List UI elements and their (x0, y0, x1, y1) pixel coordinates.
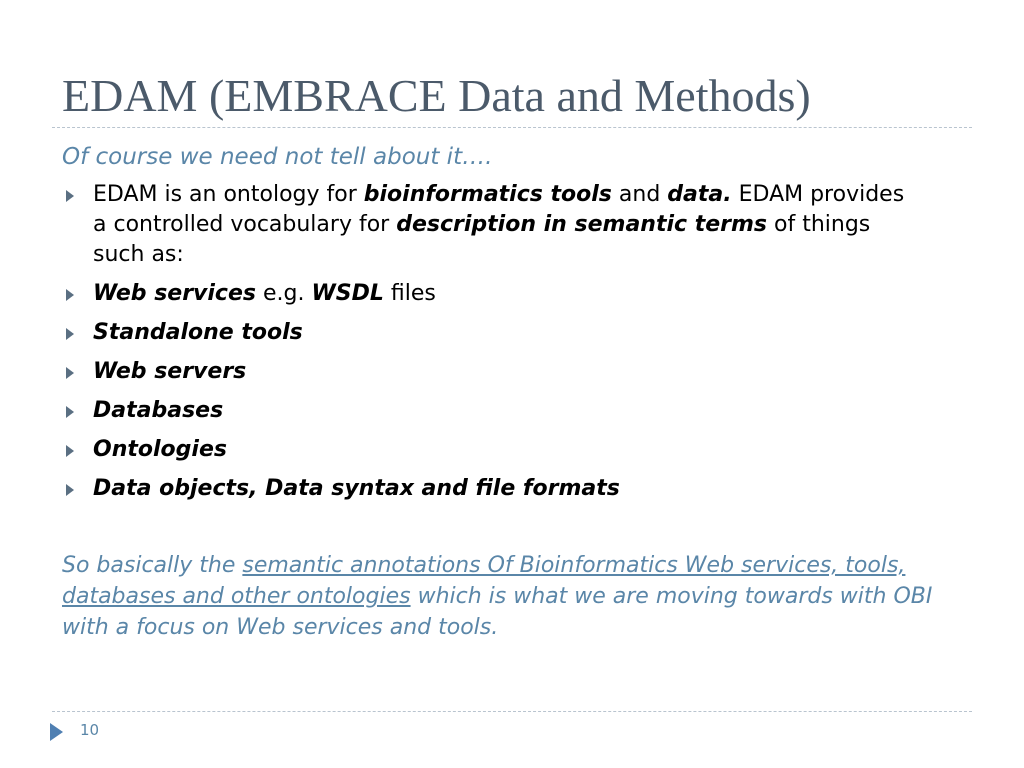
bullet-item: Web servers (64, 357, 944, 387)
bullet-item: Ontologies (64, 435, 944, 465)
wsdl-label: WSDL (311, 281, 384, 306)
bullet-item: Databases (64, 396, 944, 426)
bullet-arrow-icon (66, 289, 74, 301)
web-services-text: files (383, 281, 436, 306)
intro-text: EDAM is an ontology for (93, 182, 364, 207)
bullet-item-label: Web servers (93, 359, 247, 384)
summary-text: which is what we are moving towards with… (62, 584, 933, 640)
bullet-arrow-icon (66, 445, 74, 457)
page-number: 10 (80, 721, 100, 739)
bullet-item-label: Standalone tools (93, 320, 303, 345)
bullet-item-web-services: Web services e.g. WSDL files (64, 279, 944, 309)
web-services-label: Web services (93, 281, 256, 306)
intro-text: EDAM provides a controlled vocabulary fo… (93, 182, 905, 237)
intro-emphasis-description: description in semantic terms (396, 212, 768, 237)
bullet-item-label: Data objects, Data syntax and file forma… (93, 476, 620, 501)
title-divider (52, 127, 972, 128)
bullet-arrow-icon (66, 328, 74, 340)
bullet-arrow-icon (66, 367, 74, 379)
bullet-item-label: Ontologies (93, 437, 227, 462)
slide-title: EDAM (EMBRACE Data and Methods) (62, 70, 811, 121)
web-services-text: e.g. (256, 281, 312, 306)
intro-emphasis-data: data. (667, 182, 732, 207)
bullet-arrow-icon (66, 406, 74, 418)
footer-divider (52, 711, 972, 712)
bullet-item-label: Databases (93, 398, 224, 423)
bullet-arrow-icon (66, 190, 74, 202)
summary-underlined-text: semantic annotations Of Bioinformatics W… (62, 553, 906, 609)
bullet-arrow-icon (66, 484, 74, 496)
summary-text: So basically the (62, 553, 243, 578)
slide-subtitle: Of course we need not tell about it…. (62, 144, 493, 170)
page-marker-icon (50, 723, 63, 741)
bullet-list: EDAM is an ontology for bioinformatics t… (64, 180, 944, 513)
summary-paragraph: So basically the semantic annotations Of… (62, 550, 962, 643)
bullet-item-intro: EDAM is an ontology for bioinformatics t… (64, 180, 913, 270)
intro-emphasis-tools: bioinformatics tools (363, 182, 612, 207)
bullet-item: Data objects, Data syntax and file forma… (64, 474, 944, 504)
intro-text: of things such as: (93, 212, 871, 267)
bullet-item: Standalone tools (64, 318, 944, 348)
intro-text: and (611, 182, 668, 207)
